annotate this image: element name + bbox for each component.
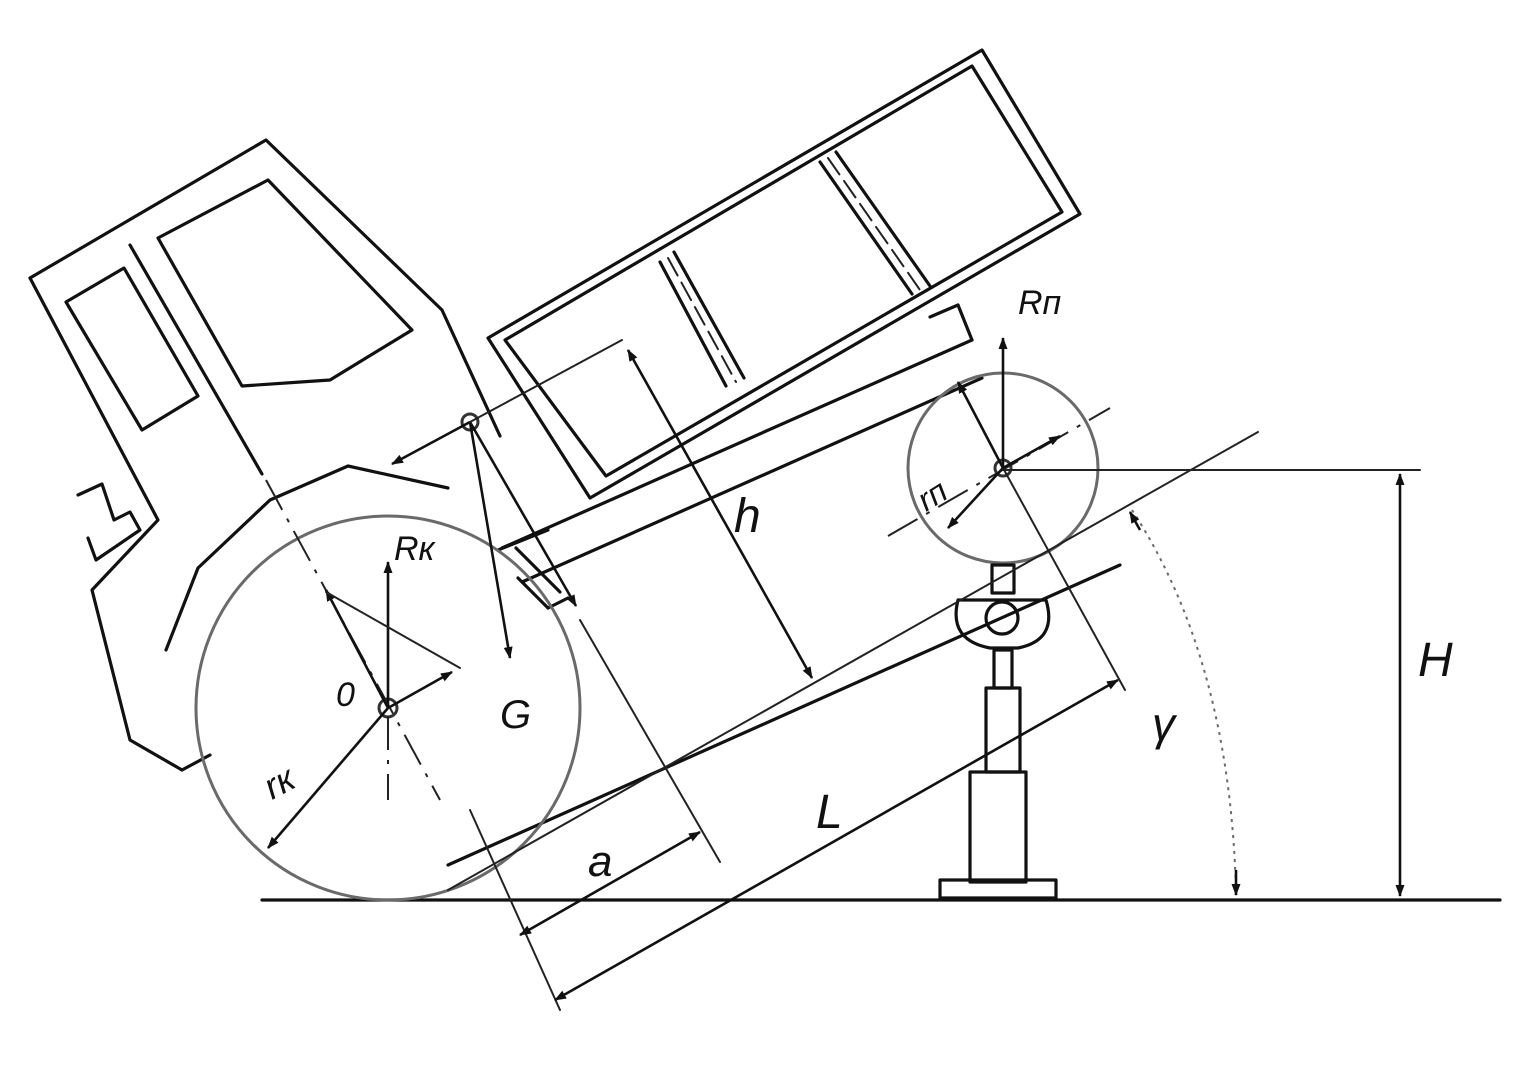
front-wheel-perp: [1002, 467, 1126, 691]
label-radius-rear: rк: [257, 756, 304, 807]
lifting-jack: [938, 563, 1058, 900]
label-angle: γ: [1152, 698, 1178, 750]
height-ref-line: [469, 339, 623, 423]
rear-normal-arrow: [324, 589, 390, 709]
front-radius-arrow: [947, 467, 1004, 529]
label-R-rear: Rк: [394, 530, 437, 568]
dump-body: [486, 48, 1082, 500]
label-lift-H: H: [1418, 634, 1453, 687]
gravity-parallel-arrow: [391, 420, 471, 466]
label-center-o: 0: [336, 676, 355, 714]
dimension-a-ext2: [469, 809, 561, 1011]
gravity-arrow: [468, 421, 513, 659]
rear-friction-arrow: [387, 670, 453, 710]
rear-radius-arrow: [267, 707, 389, 849]
angle-arrow-top: [1128, 511, 1142, 531]
truck-cab: [28, 138, 502, 772]
label-dist-a: a: [588, 837, 612, 886]
label-height-h: h: [734, 490, 761, 543]
dimension-a-ext1: [579, 619, 721, 863]
truck-chassis: [446, 303, 1122, 867]
gravity-component-arrow: [468, 421, 578, 607]
dimension-L: [554, 678, 1119, 1002]
angle-arc: [1131, 509, 1237, 893]
dimension-h: [626, 349, 814, 679]
front-friction-arrow: [1002, 434, 1061, 470]
label-wheelbase-L: L: [816, 786, 843, 839]
incline-reference-line: [447, 431, 1259, 891]
label-R-front: Rп: [1018, 284, 1062, 322]
label-gravity: G: [500, 693, 531, 737]
rear-g-dimension-line: [325, 591, 461, 669]
front-normal-arrow: [956, 381, 1005, 469]
